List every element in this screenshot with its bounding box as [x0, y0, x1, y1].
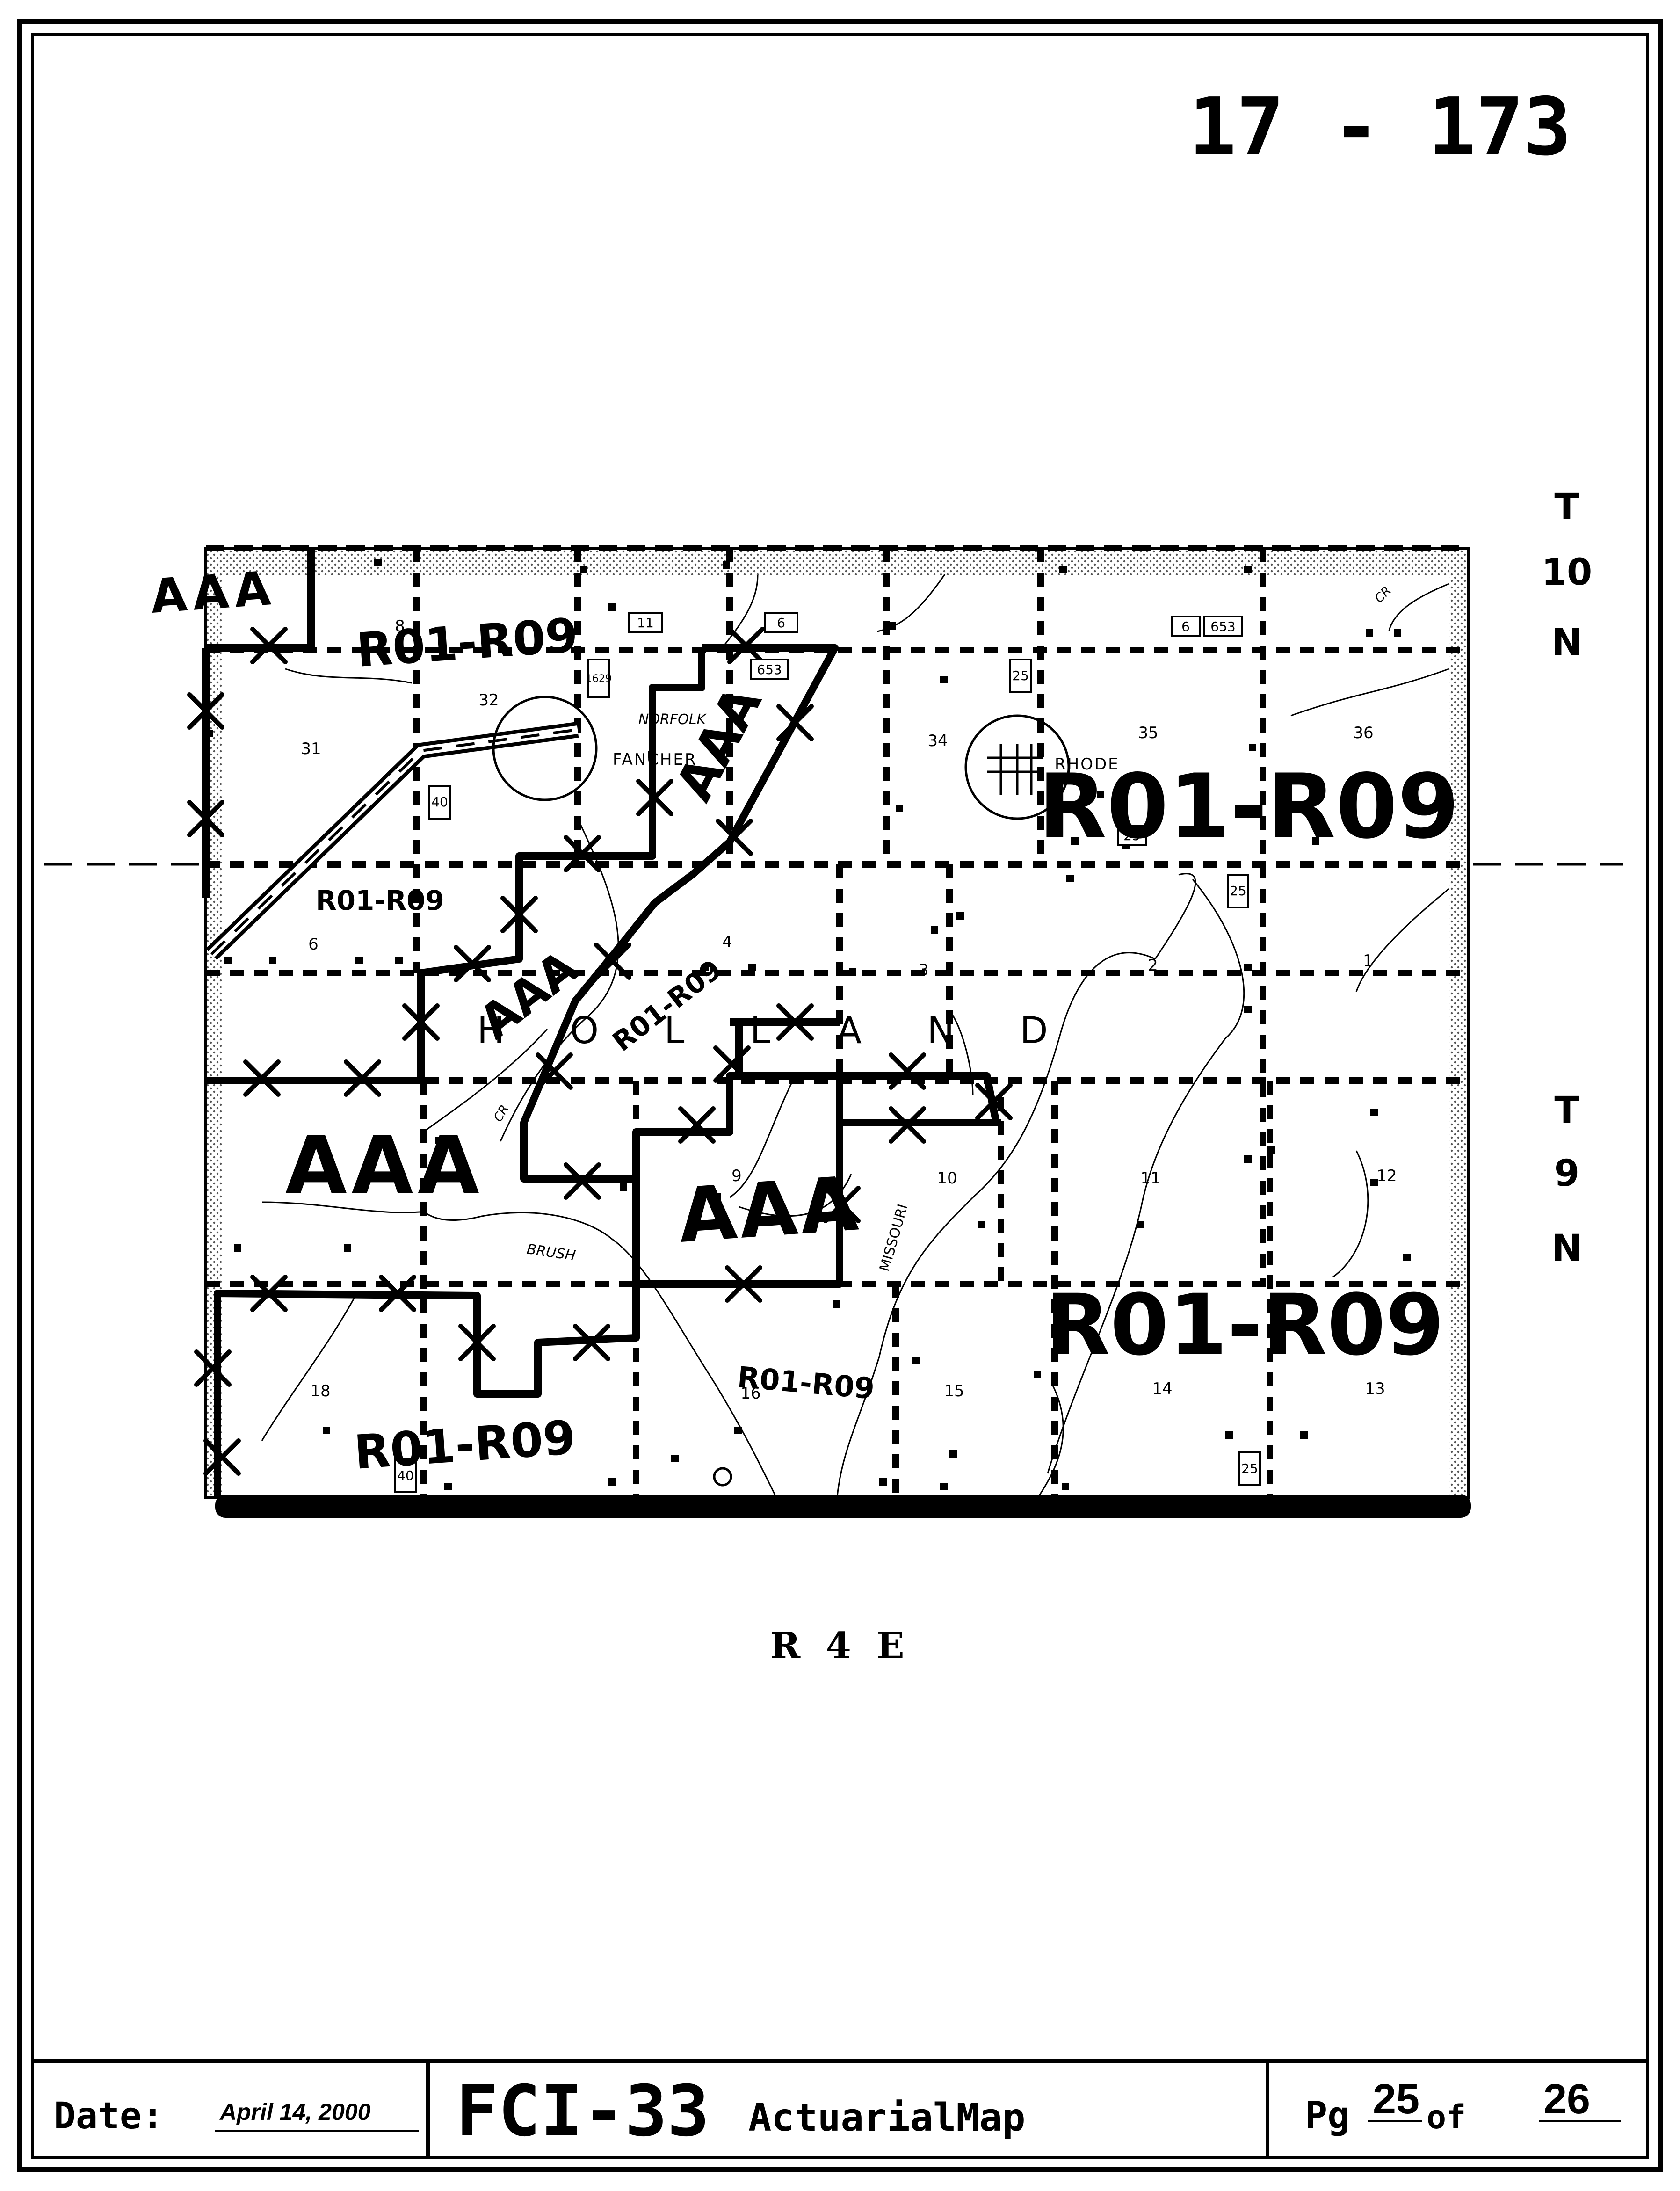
- svg-text:6: 6: [777, 615, 785, 631]
- shield-25d: 25: [1238, 1451, 1261, 1486]
- road-grid: [206, 548, 1469, 1498]
- section-35: 35: [1138, 724, 1158, 742]
- section-16: 16: [740, 1384, 760, 1403]
- section-15: 15: [944, 1382, 964, 1400]
- town-rhode-grid: [987, 744, 1043, 795]
- svg-text:40: 40: [431, 794, 448, 810]
- svg-text:40: 40: [397, 1468, 414, 1483]
- township-n-2: N: [1551, 1227, 1582, 1270]
- township-t-2: T: [1554, 1089, 1579, 1132]
- section-14: 14: [1152, 1379, 1172, 1398]
- section-36: 36: [1353, 724, 1373, 742]
- svg-text:1629: 1629: [586, 673, 612, 685]
- section-13: 13: [1365, 1379, 1385, 1398]
- section-32: 32: [478, 691, 499, 710]
- zone-r01-r09-3: R01-R09: [316, 885, 444, 916]
- section-8: 8: [395, 617, 405, 636]
- township-t: T: [1554, 486, 1579, 528]
- map-base: [223, 575, 1449, 1498]
- section-9: 9: [731, 1167, 742, 1185]
- svg-text:6: 6: [1181, 619, 1190, 634]
- shield-40b: 40: [394, 1458, 417, 1493]
- section-2: 2: [1148, 956, 1158, 975]
- shield-25b: 25: [1117, 825, 1147, 846]
- map-frame-stipple-top: [206, 548, 1469, 575]
- zone-r01-r09-5: R01-R09: [1045, 1277, 1444, 1374]
- svg-text:25: 25: [1230, 883, 1246, 899]
- page-of-label: of: [1427, 2098, 1466, 2136]
- township-10: 10: [1542, 551, 1593, 594]
- section-3: 3: [919, 961, 929, 979]
- town-fancher-circle: [492, 696, 598, 801]
- railroad: [206, 722, 579, 960]
- date-value: April 14, 2000: [219, 2099, 371, 2125]
- streams: [261, 574, 1449, 1498]
- svg-text:25: 25: [1123, 828, 1140, 843]
- outer-border: [17, 19, 1663, 2172]
- section-4: 4: [722, 933, 732, 951]
- section-34: 34: [927, 732, 948, 750]
- section-10: 10: [937, 1169, 957, 1188]
- shield-11: 11: [628, 612, 663, 633]
- township-name-holland: HOLLAND: [477, 1010, 1114, 1052]
- shield-653b: 653: [1203, 616, 1243, 637]
- section-18: 18: [310, 1382, 330, 1400]
- place-names: HOLLAND FANCHER RHODE NORFOLK MISSOURI B…: [477, 584, 1394, 1273]
- section-31: 31: [301, 740, 321, 758]
- shield-40: 40: [428, 785, 451, 820]
- section-numbers: 8 31 32 34 35 36 6 4 3 2 1 9 10 11 12 18…: [301, 617, 1397, 1403]
- shield-25c: 25: [1227, 874, 1249, 908]
- zone-r01-r09-2: R01-R09: [1038, 755, 1459, 858]
- boundary-x-marks: [187, 627, 1013, 1476]
- zone-aaa-1: AAA: [149, 561, 278, 624]
- zone-boundary: [202, 548, 1001, 1498]
- map-frame-stipple-right: [1449, 548, 1469, 1498]
- svg-text:653: 653: [1210, 619, 1235, 634]
- shield-25: 25: [1009, 659, 1032, 693]
- town-rhode-circle: [964, 714, 1070, 820]
- zone-aaa-5: AAA: [676, 1160, 864, 1260]
- form-subtitle: ActuarialMap: [748, 2096, 1025, 2140]
- route-shields: 11 6 653 1629 40 25 6 653 25 25 40 25: [394, 612, 1261, 1493]
- zone-labels-r01-r09: R01-R09 R01-R09 R01-R09 R01-R09 R01-R09 …: [316, 608, 1459, 1480]
- svg-text:25: 25: [1241, 1461, 1258, 1476]
- form-title: FCI-33: [456, 2071, 710, 2152]
- section-6: 6: [308, 935, 319, 954]
- township-n: N: [1551, 622, 1582, 664]
- town-rhode: RHODE: [1055, 755, 1120, 774]
- shield-1629: 1629: [586, 659, 612, 698]
- town-fancher: FANCHER: [613, 750, 697, 769]
- shield-6: 6: [764, 612, 798, 633]
- svg-text:11: 11: [637, 615, 654, 631]
- svg-text:25: 25: [1012, 668, 1029, 683]
- inner-border: [31, 33, 1649, 2159]
- school-symbol: [713, 1467, 732, 1487]
- title-block: Date: April 14, 2000 FCI-33 ActuarialMap…: [33, 2059, 1647, 2157]
- town-norfolk: NORFOLK: [638, 711, 707, 728]
- svg-text:653: 653: [757, 662, 782, 677]
- map-area: 11 6 653 1629 40 25 6 653 25 25 40 25 8 …: [149, 545, 1471, 1518]
- date-label: Date:: [54, 2095, 164, 2137]
- page-total: 26: [1543, 2076, 1590, 2123]
- township-9: 9: [1554, 1153, 1579, 1195]
- shield-653: 653: [750, 659, 789, 680]
- page-label: Pg: [1305, 2094, 1350, 2137]
- section-1: 1: [1363, 951, 1373, 970]
- section-12: 12: [1376, 1167, 1397, 1185]
- page-current: 25: [1373, 2076, 1419, 2123]
- section-11: 11: [1140, 1169, 1160, 1188]
- range-label: R 4 E: [770, 1625, 904, 1667]
- township-labels-south: T 9 N: [1551, 1089, 1582, 1270]
- shield-6b: 6: [1171, 616, 1201, 637]
- township-labels-north: T 10 N: [1542, 486, 1593, 664]
- map-baseline: [215, 1495, 1471, 1518]
- zone-aaa-4: AAA: [285, 1119, 484, 1212]
- map-id: 17 - 173: [1188, 81, 1571, 174]
